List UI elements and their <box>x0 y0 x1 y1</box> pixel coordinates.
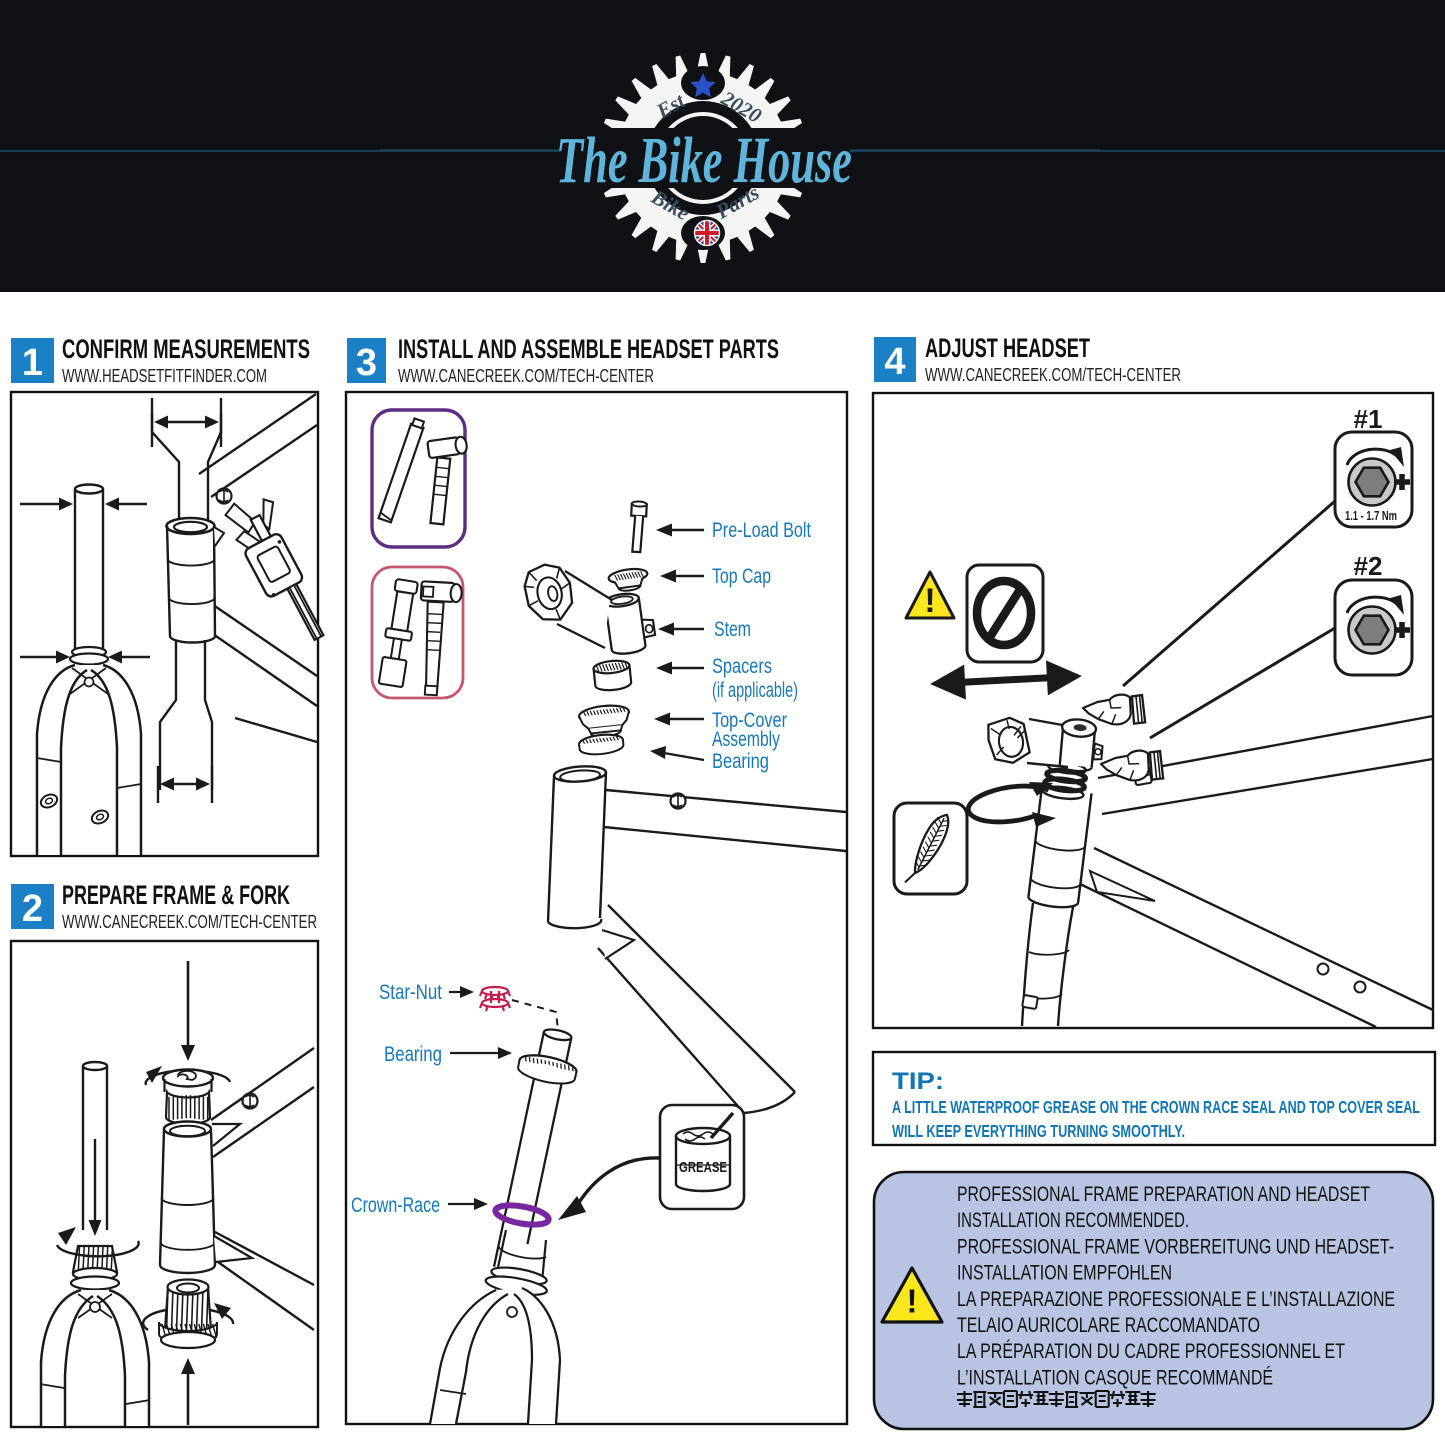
svg-text:Assembly: Assembly <box>712 728 780 751</box>
svg-text:Pre-Load Bolt: Pre-Load Bolt <box>712 519 811 542</box>
svg-text:LA PREPARAZIONE PROFESSIONALE: LA PREPARAZIONE PROFESSIONALE E L’INSTAL… <box>957 1288 1395 1311</box>
svg-text:!: ! <box>907 1282 918 1319</box>
svg-text:INSTALLATION EMPFOHLEN: INSTALLATION EMPFOHLEN <box>957 1262 1172 1285</box>
svg-text:TELAIO AURICOLARE RACCOMANDATO: TELAIO AURICOLARE RACCOMANDATO <box>957 1314 1260 1337</box>
svg-text:WWW.CANECREEK.COM/TECH-CENTER: WWW.CANECREEK.COM/TECH-CENTER <box>398 366 654 386</box>
svg-text:WWW.CANECREEK.COM/TECH-CENTER: WWW.CANECREEK.COM/TECH-CENTER <box>62 912 317 932</box>
svg-text:#1: #1 <box>1354 404 1383 434</box>
svg-text:Bearing: Bearing <box>384 1043 442 1066</box>
svg-text:INSTALLATION RECOMMENDED.: INSTALLATION RECOMMENDED. <box>957 1209 1189 1232</box>
svg-text:WWW.HEADSETFITFINDER.COM: WWW.HEADSETFITFINDER.COM <box>62 366 267 386</box>
svg-text:Spacers: Spacers <box>712 655 772 678</box>
svg-text:INSTALL AND ASSEMBLE HEADSET P: INSTALL AND ASSEMBLE HEADSET PARTS <box>398 334 779 364</box>
svg-text:ADJUST HEADSET: ADJUST HEADSET <box>925 333 1090 363</box>
svg-text:PROFESSIONAL FRAME PREPARATION: PROFESSIONAL FRAME PREPARATION AND HEADS… <box>957 1183 1370 1206</box>
svg-text:3: 3 <box>356 342 377 384</box>
svg-text:!: ! <box>924 582 935 620</box>
svg-text:PREPARE FRAME & FORK: PREPARE FRAME & FORK <box>62 880 290 910</box>
svg-text:PROFESSIONAL FRAME VORBEREITUN: PROFESSIONAL FRAME VORBEREITUNG UND HEAD… <box>957 1235 1394 1258</box>
svg-text:Star-Nut: Star-Nut <box>379 981 442 1004</box>
svg-text:(if applicable): (if applicable) <box>712 679 798 702</box>
svg-text:GREASE: GREASE <box>679 1159 727 1176</box>
svg-text:WILL KEEP EVERYTHING TURNING S: WILL KEEP EVERYTHING TURNING SMOOTHLY. <box>892 1121 1185 1141</box>
svg-text:2: 2 <box>22 888 43 930</box>
svg-text:1.1 - 1.7 Nm: 1.1 - 1.7 Nm <box>1345 509 1397 523</box>
svg-text:The Bike House: The Bike House <box>556 124 852 197</box>
svg-text:Stem: Stem <box>714 618 751 641</box>
svg-text:#2: #2 <box>1354 551 1383 581</box>
svg-text:CONFIRM MEASUREMENTS: CONFIRM MEASUREMENTS <box>62 334 310 364</box>
svg-text:L’INSTALLATION CASQUE RECOMMAN: L’INSTALLATION CASQUE RECOMMANDÉ <box>957 1366 1273 1389</box>
svg-text:4: 4 <box>884 341 905 383</box>
svg-text:Top Cap: Top Cap <box>712 565 771 588</box>
svg-text:Crown-Race: Crown-Race <box>351 1194 440 1217</box>
svg-text:Top-Cover: Top-Cover <box>712 709 787 732</box>
svg-text:LA PRÉPARATION DU CADRE PROFES: LA PRÉPARATION DU CADRE PROFESSIONNEL ET <box>957 1340 1345 1363</box>
svg-text:A LITTLE WATERPROOF GREASE ON: A LITTLE WATERPROOF GREASE ON THE CROWN … <box>892 1097 1420 1117</box>
svg-text:WWW.CANECREEK.COM/TECH-CENTER: WWW.CANECREEK.COM/TECH-CENTER <box>925 365 1181 385</box>
svg-text:TIP:: TIP: <box>892 1068 944 1095</box>
svg-text:1: 1 <box>22 342 43 384</box>
svg-text:Bearing: Bearing <box>712 750 769 773</box>
